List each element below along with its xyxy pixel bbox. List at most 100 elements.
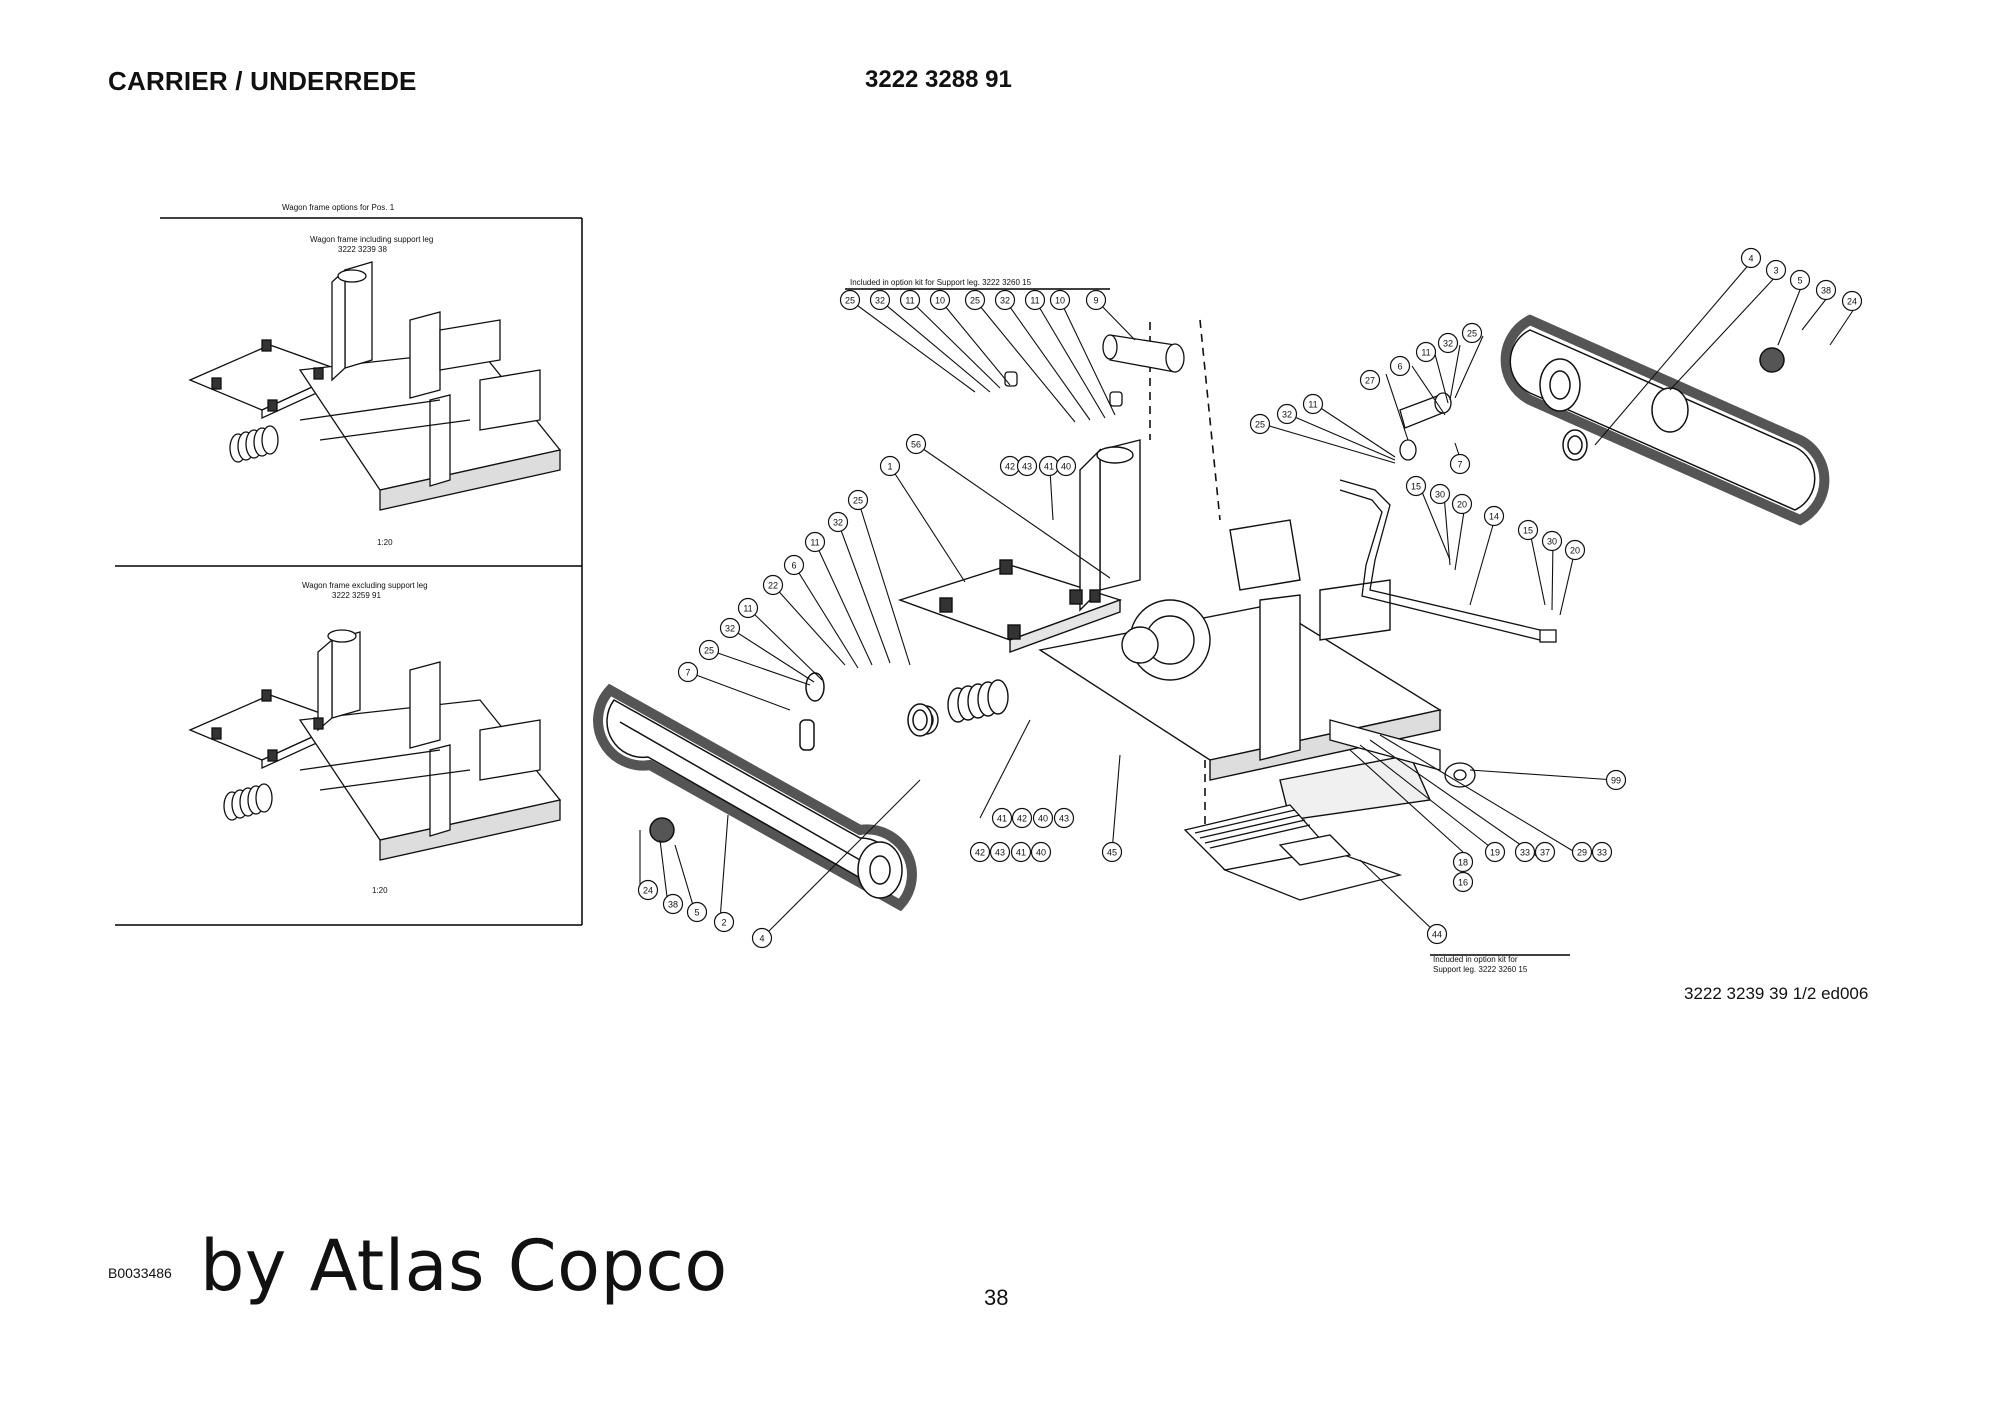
- callout-balloon: 5: [686, 901, 708, 923]
- callout-circle: [1276, 403, 1298, 425]
- callout-number: 25: [853, 495, 863, 505]
- part-number: 3222 3288 91: [865, 66, 1012, 93]
- callout-number: 20: [1570, 545, 1580, 555]
- callout-number: 7: [1457, 459, 1462, 469]
- callout-circle: [1426, 923, 1448, 945]
- callout-balloon: 42: [969, 841, 991, 863]
- callout-number: 24: [1847, 296, 1857, 306]
- callout-circle: [1740, 247, 1762, 269]
- callout-circle: [964, 289, 986, 311]
- option-bottom-part: 3222 3259 91: [332, 591, 381, 600]
- callout-circle: [1032, 807, 1054, 829]
- callout-balloon: 7: [1449, 453, 1471, 475]
- callout-circle: [686, 901, 708, 923]
- callout-balloon: 25: [698, 639, 720, 661]
- callout-number: 30: [1435, 489, 1445, 499]
- callout-balloon: 41: [1010, 841, 1032, 863]
- callout-balloon: 40: [1055, 455, 1077, 477]
- callout-circle: [1534, 841, 1556, 863]
- callout-number: 9: [1093, 295, 1098, 305]
- callout-balloon: 4: [1740, 247, 1762, 269]
- document-code: B0033486: [108, 1265, 172, 1281]
- callout-number: 41: [1016, 847, 1026, 857]
- callout-circle: [1514, 841, 1536, 863]
- callout-balloon: 15: [1517, 519, 1539, 541]
- callout-number: 32: [833, 517, 843, 527]
- callout-balloon: 11: [737, 597, 759, 619]
- callout-circle: [783, 554, 805, 576]
- callout-circle: [737, 597, 759, 619]
- callout-number: 10: [935, 295, 945, 305]
- callout-number: 15: [1411, 481, 1421, 491]
- page-number: 38: [984, 1285, 1009, 1310]
- callout-circle: [713, 911, 735, 933]
- callout-circle: [1429, 483, 1451, 505]
- callout-number: 4: [759, 933, 764, 943]
- callout-circle: [1437, 332, 1459, 354]
- callout-number: 6: [1397, 361, 1402, 371]
- callout-number: 3: [1773, 265, 1778, 275]
- callout-balloon: 40: [1030, 841, 1052, 863]
- callout-circle: [1101, 841, 1123, 863]
- option-bottom-scale: 1:20: [372, 886, 388, 895]
- callout-circle: [969, 841, 991, 863]
- callout-number: 42: [1017, 813, 1027, 823]
- callout-circle: [1571, 841, 1593, 863]
- callout-balloon: 15: [1405, 475, 1427, 497]
- pivot-pin-parts: [1004, 334, 1452, 461]
- callout-circle: [1405, 475, 1427, 497]
- callout-circle: [1449, 453, 1471, 475]
- callout-number: 4: [1748, 253, 1753, 263]
- callout-balloon: 42: [1011, 807, 1033, 829]
- callout-balloon: 16: [1452, 871, 1474, 893]
- callout-balloon: 56: [905, 433, 927, 455]
- callout-number: 11: [743, 603, 752, 613]
- callout-balloon: 25: [839, 289, 861, 311]
- callout-circle: [1030, 841, 1052, 863]
- callout-circle: [1451, 493, 1473, 515]
- callout-circle: [1541, 530, 1563, 552]
- callout-circle: [637, 879, 659, 901]
- callout-balloon: 20: [1564, 539, 1586, 561]
- support-leg: [1339, 479, 1557, 643]
- callout-circle: [751, 927, 773, 949]
- callout-number: 38: [668, 899, 678, 909]
- callout-balloon: 99: [1605, 769, 1627, 791]
- callout-number: 56: [911, 439, 921, 449]
- callout-circle: [1049, 289, 1071, 311]
- callout-balloon: 32: [827, 511, 849, 533]
- callout-circle: [1484, 841, 1506, 863]
- callout-circle: [1483, 505, 1505, 527]
- callout-number: 43: [1022, 461, 1032, 471]
- callout-number: 25: [1467, 328, 1477, 338]
- callout-balloon: 38: [662, 893, 684, 915]
- page-title: CARRIER / UNDERREDE: [108, 66, 417, 96]
- callout-balloon: 43: [1016, 455, 1038, 477]
- callout-number: 15: [1523, 525, 1533, 535]
- callout-number: 32: [1282, 409, 1292, 419]
- callout-balloon: 41: [1038, 455, 1060, 477]
- callout-balloon: 27: [1359, 369, 1381, 391]
- callout-number: 44: [1432, 929, 1442, 939]
- callout-number: 5: [1797, 275, 1802, 285]
- option-bottom-title: Wagon frame excluding support leg: [302, 581, 428, 590]
- callout-circle: [1302, 393, 1324, 415]
- callout-circle: [929, 289, 951, 311]
- callout-circle: [1389, 355, 1411, 377]
- callout-balloon: 24: [637, 879, 659, 901]
- callout-circle: [1053, 807, 1075, 829]
- callout-number: 40: [1036, 847, 1046, 857]
- kit-note-top: Included in option kit for Support leg. …: [850, 278, 1032, 287]
- callout-number: 33: [1520, 847, 1530, 857]
- callout-number: 19: [1490, 847, 1500, 857]
- option-top-title: Wagon frame including support leg: [310, 235, 433, 244]
- wagon-frame-without-leg-drawing: [188, 629, 562, 861]
- callout-number: 32: [725, 623, 735, 633]
- callout-balloon: 41: [991, 807, 1013, 829]
- callout-circle: [827, 511, 849, 533]
- callout-number: 42: [975, 847, 985, 857]
- callout-balloon: 6: [1389, 355, 1411, 377]
- callout-number: 37: [1540, 847, 1550, 857]
- wagon-frame-with-leg-drawing: [188, 261, 562, 511]
